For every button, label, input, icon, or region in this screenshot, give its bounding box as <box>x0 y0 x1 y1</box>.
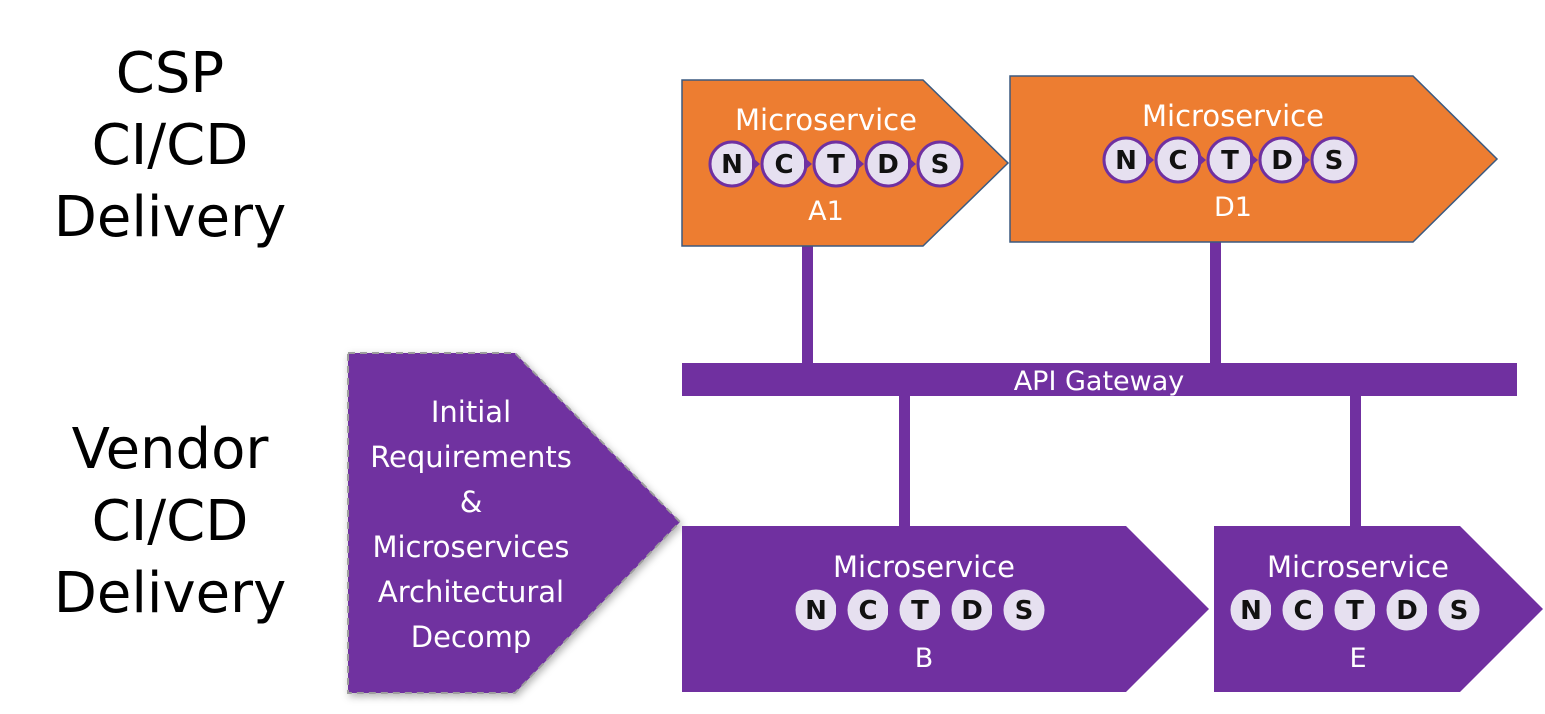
stage-arrow <box>856 157 864 171</box>
stage-letter: C <box>858 596 877 626</box>
vendor-label-line: CI/CD <box>91 489 249 554</box>
stage-arrow <box>940 603 948 617</box>
stage-d: D <box>948 586 1000 634</box>
stage-letter: T <box>827 150 845 180</box>
stage-letter: D <box>877 150 899 180</box>
microservice-title: Microservice <box>833 550 1015 584</box>
microservice-id: E <box>1349 643 1366 674</box>
stage-letter: S <box>931 150 950 180</box>
stage-arrow <box>908 157 916 171</box>
stage-s: S <box>1435 586 1483 634</box>
stage-letter: T <box>1221 146 1239 176</box>
stage-c: C <box>1279 586 1331 634</box>
stage-t: T <box>812 140 864 188</box>
microservice-id: B <box>915 643 934 674</box>
csp-label-line: CI/CD <box>91 113 249 178</box>
csp-label-line: Delivery <box>53 185 287 250</box>
microservice-id: A1 <box>808 196 844 227</box>
stage-arrow <box>836 603 844 617</box>
connector-gateway-b <box>899 396 910 526</box>
microservice-a1: Microservice N C T D S A1 <box>681 79 1010 247</box>
stage-d: D <box>1383 586 1435 634</box>
stage-circle <box>916 140 964 188</box>
connector-d1-gateway <box>1210 242 1221 364</box>
stage-d: D <box>864 140 916 188</box>
stage-letter: C <box>1293 596 1312 626</box>
stage-arrow <box>1427 603 1435 617</box>
connector-gateway-e <box>1350 396 1361 526</box>
initial-line: Architectural <box>378 575 564 609</box>
api-gateway-bar <box>682 363 1517 396</box>
stage-arrow <box>804 157 812 171</box>
initial-requirements-block: Initial Requirements & Microservices Arc… <box>347 352 682 694</box>
stage-letter: T <box>1346 596 1364 626</box>
csp-delivery-label: CSP CI/CD Delivery <box>0 38 340 254</box>
initial-line: Microservices <box>372 530 569 564</box>
stage-c: C <box>760 140 812 188</box>
stage-letter: C <box>774 150 793 180</box>
stage-letter: N <box>1240 596 1262 626</box>
stage-letter: D <box>1396 596 1418 626</box>
stage-s: S <box>1310 136 1358 184</box>
stage-arrow <box>1302 153 1310 167</box>
stage-arrow <box>888 603 896 617</box>
stage-arrow <box>1250 153 1258 167</box>
csp-label-line: CSP <box>115 41 225 106</box>
stage-arrow <box>1271 603 1279 617</box>
initial-line: Initial <box>431 395 511 429</box>
stage-circle <box>1000 586 1048 634</box>
microservice-id: D1 <box>1214 192 1252 223</box>
stage-circle <box>1435 586 1483 634</box>
stage-c: C <box>1154 136 1206 184</box>
microservice-title: Microservice <box>1142 99 1324 133</box>
microservice-e: Microservice N C T D S E <box>1214 526 1543 692</box>
stage-t: T <box>1206 136 1258 184</box>
api-gateway-label: API Gateway <box>1014 366 1185 397</box>
microservice-title: Microservice <box>1267 550 1449 584</box>
connector-a1-gateway <box>802 244 813 364</box>
stage-letter: C <box>1168 146 1187 176</box>
stage-arrow <box>1323 603 1331 617</box>
stage-arrow <box>1375 603 1383 617</box>
vendor-label-line: Vendor <box>71 417 269 482</box>
stage-letter: N <box>805 596 827 626</box>
stage-arrow <box>992 603 1000 617</box>
stage-letter: D <box>961 596 983 626</box>
initial-line: Requirements <box>370 440 572 474</box>
stage-letter: N <box>721 150 743 180</box>
stage-letter: S <box>1450 596 1469 626</box>
stage-arrow <box>752 157 760 171</box>
stage-n: N <box>1227 586 1279 634</box>
microservice-b: Microservice N C T D S B <box>682 526 1209 692</box>
microservice-d1: Microservice N C T D S D1 <box>1009 75 1499 243</box>
initial-line: & <box>460 485 483 519</box>
stage-n: N <box>1102 136 1154 184</box>
initial-line: Decomp <box>411 620 532 654</box>
stage-letter: D <box>1271 146 1293 176</box>
stage-c: C <box>844 586 896 634</box>
stage-n: N <box>792 586 844 634</box>
stage-t: T <box>896 586 948 634</box>
stage-letter: S <box>1015 596 1034 626</box>
stage-s: S <box>916 140 964 188</box>
stage-circle <box>1310 136 1358 184</box>
stage-arrow <box>1198 153 1206 167</box>
stage-letter: T <box>911 596 929 626</box>
stage-t: T <box>1331 586 1383 634</box>
microservice-title: Microservice <box>735 103 917 137</box>
stage-s: S <box>1000 586 1048 634</box>
stage-n: N <box>708 140 760 188</box>
stage-letter: N <box>1115 146 1137 176</box>
vendor-delivery-label: Vendor CI/CD Delivery <box>0 414 340 630</box>
stage-letter: S <box>1325 146 1344 176</box>
stage-d: D <box>1258 136 1310 184</box>
vendor-label-line: Delivery <box>53 561 287 626</box>
stage-arrow <box>1146 153 1154 167</box>
